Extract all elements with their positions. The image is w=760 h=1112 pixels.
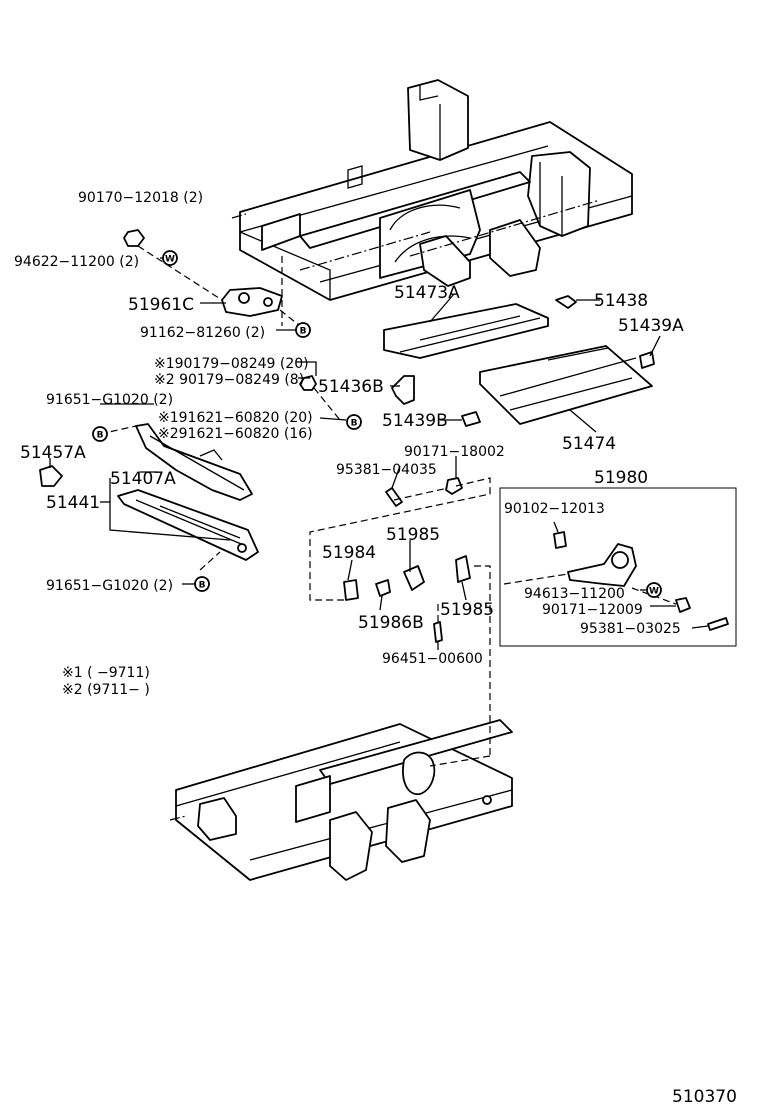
upper-frame-assembly <box>231 79 633 301</box>
cover-51473a <box>383 303 549 359</box>
label-91651a: 91651−G1020 (2) <box>46 392 173 408</box>
part-51985a <box>403 565 425 591</box>
bolt-symbol: B <box>346 414 362 430</box>
label-note2a: ※191621−60820 (20) <box>158 410 313 426</box>
svg-text:B: B <box>97 431 104 441</box>
label-94622: 94622−11200 (2) <box>14 254 139 270</box>
label-note1b: ※2 90179−08249 (8) <box>154 372 304 388</box>
label-90102: 90102−12013 <box>504 501 605 517</box>
clip-51457a <box>39 465 63 487</box>
svg-text:W: W <box>165 255 175 265</box>
part-51984 <box>343 579 359 601</box>
bolt-symbol: B <box>295 322 311 338</box>
part-51985b <box>455 555 471 583</box>
label-90170: 90170−12018 (2) <box>78 190 203 206</box>
bracket-51961c <box>221 287 283 317</box>
svg-text:B: B <box>300 327 307 337</box>
svg-text:B: B <box>351 419 358 429</box>
label-51407a: 51407A <box>110 469 176 489</box>
clip-51438 <box>555 295 577 309</box>
washer-symbol: W <box>162 250 178 266</box>
washer-symbol: W <box>646 582 662 598</box>
diagram-id: 510370 <box>672 1087 737 1107</box>
label-91651b: 91651−G1020 (2) <box>46 578 173 594</box>
bolt-symbol: B <box>194 576 210 592</box>
skid-plate-51474 <box>479 345 653 425</box>
svg-text:B: B <box>199 581 206 591</box>
label-94613: 94613−11200 <box>524 586 625 602</box>
part-96451 <box>433 621 443 643</box>
label-51473a: 51473A <box>394 283 460 303</box>
label-51439a: 51439A <box>618 316 684 336</box>
step-bracket-51407a <box>135 423 253 501</box>
step-plate-51441 <box>117 489 259 561</box>
label-91162: 91162−81260 (2) <box>140 325 265 341</box>
label-95381b: 95381−03025 <box>580 621 681 637</box>
nut-90170 <box>123 229 145 247</box>
label-note2b: ※291621−60820 (16) <box>158 426 313 442</box>
lower-frame-assembly <box>169 719 513 881</box>
label-51985b: 51985 <box>440 600 494 620</box>
bracket-51436b <box>391 375 415 405</box>
label-51980: 51980 <box>594 468 648 488</box>
label-note1a: ※190179−08249 (20) <box>154 356 309 372</box>
nut-90171-18002 <box>445 477 463 495</box>
label-51438: 51438 <box>594 291 648 311</box>
label-90171a: 90171−18002 <box>404 444 505 460</box>
label-51441: 51441 <box>46 493 100 513</box>
label-51984: 51984 <box>322 543 376 563</box>
nut-90179 <box>299 375 317 391</box>
assembly-box-51980 <box>499 487 737 647</box>
solid-leaders <box>49 257 709 650</box>
label-51439b: 51439B <box>382 411 448 431</box>
part-labels: 90170−12018 (2) 94622−11200 (2) 51961C 9… <box>14 190 737 1107</box>
part-51986b <box>375 579 391 597</box>
legend-note1: ※1 ( −9711) <box>62 665 150 681</box>
label-90171b: 90171−12009 <box>542 602 643 618</box>
label-51961c: 51961C <box>128 295 194 315</box>
label-51436b: 51436B <box>318 377 384 397</box>
label-51986b: 51986B <box>358 613 424 633</box>
legend-note2: ※2 (9711− ) <box>62 682 150 698</box>
bolt-symbol: B <box>92 426 108 442</box>
label-95381a: 95381−04035 <box>336 462 437 478</box>
clip-51439b <box>461 411 481 427</box>
svg-text:W: W <box>649 587 659 597</box>
label-51474: 51474 <box>562 434 616 454</box>
clip-51439a <box>639 351 655 369</box>
label-51457a: 51457A <box>20 443 86 463</box>
label-96451: 96451−00600 <box>382 651 483 667</box>
label-51985a: 51985 <box>386 525 440 545</box>
pin-95381-04035 <box>385 487 403 507</box>
